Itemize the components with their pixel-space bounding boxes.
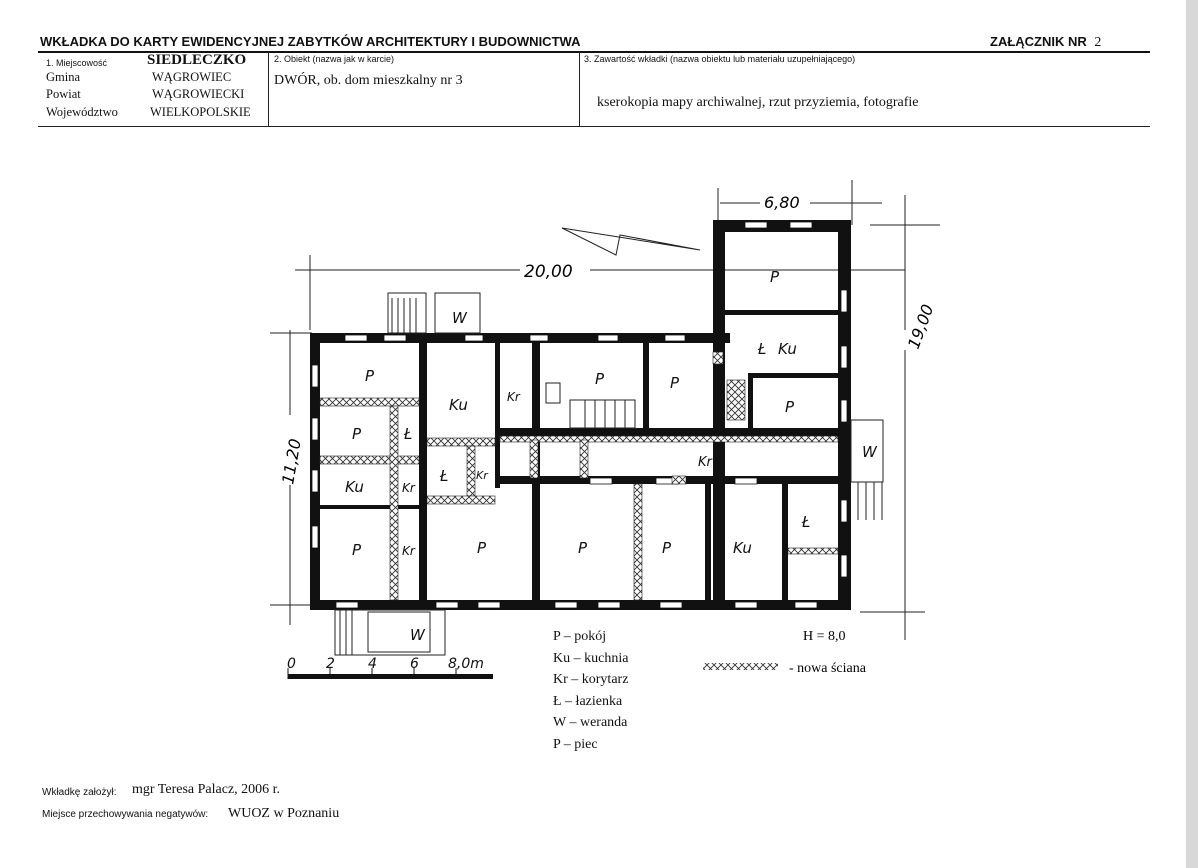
annex-number: 2	[1094, 35, 1102, 50]
created-label: Wkładkę założył:	[42, 787, 117, 798]
wojewodztwo-value: WIELKOPOLSKIE	[150, 105, 251, 119]
room-p-mid2: P	[670, 374, 680, 392]
room-kr-left2: Kr	[402, 544, 416, 558]
annex-label: ZAŁĄCZNIK NR 2	[990, 34, 1101, 51]
room-ku-tower: Ku	[778, 340, 797, 358]
legend-item: Kr – korytarz	[553, 672, 629, 687]
object-value: DWÓR, ob. dom mieszkalny nr 3	[274, 73, 463, 88]
room-ku-b: Ku	[733, 539, 752, 557]
scale-2: 2	[326, 656, 335, 672]
room-kr-mid: Kr	[507, 390, 521, 404]
dim-right: 19,00	[904, 302, 938, 352]
legend: P – pokój Ku – kuchnia Kr – korytarz Ł –…	[553, 626, 628, 755]
gmina-label: Gmina	[46, 70, 81, 84]
room-kr-left1: Kr	[402, 481, 416, 495]
new-walls	[319, 351, 839, 601]
room-p-left3: P	[352, 541, 362, 559]
new-wall-label: - nowa ściana	[789, 661, 867, 676]
scale-4: 4	[368, 656, 377, 672]
room-p-tower2: P	[785, 398, 795, 416]
scale-0: 0	[287, 656, 296, 672]
room-kr-corridor: Kr	[698, 455, 714, 470]
contents-value: kserokopia mapy archiwalnej, rzut przyzi…	[597, 95, 919, 110]
dim-long: 20,00	[524, 262, 573, 282]
legend-item: P – piec	[553, 736, 598, 752]
legend-item: Ku – kuchnia	[553, 650, 629, 666]
stairs-verandas	[334, 292, 884, 656]
room-p-left2: P	[352, 425, 362, 443]
room-w-top: W	[452, 309, 468, 327]
new-wall-symbol	[703, 663, 778, 670]
legend-item: W – weranda	[553, 715, 628, 730]
place-name: SIEDLECZKO	[147, 52, 247, 68]
room-p-tower: P	[770, 268, 780, 286]
scan-edge	[1186, 0, 1198, 868]
created-value: mgr Teresa Palacz, 2006 r.	[132, 782, 281, 797]
powiat-value: WĄGROWIECKI	[152, 87, 245, 101]
room-p-b2: P	[662, 539, 672, 557]
height-label: H = 8,0	[803, 629, 846, 644]
powiat-label: Powiat	[46, 87, 81, 101]
room-p-b1: P	[578, 539, 588, 557]
room-l-left: Ł	[403, 425, 412, 443]
wojewodztwo-label: Województwo	[46, 105, 118, 119]
scale-8: 8,0m	[448, 656, 484, 672]
room-w-right: W	[862, 443, 878, 461]
gmina-value: WĄGROWIEC	[152, 70, 232, 84]
annex-text: ZAŁĄCZNIK NR	[990, 34, 1087, 49]
scale-bar	[287, 668, 493, 679]
table-divider-2	[579, 51, 580, 127]
storage-value: WUOZ w Poznaniu	[228, 806, 340, 821]
location-heading: 1. Miejscowość	[46, 58, 108, 68]
room-p-mid: P	[595, 370, 605, 388]
table-divider-1	[268, 51, 269, 127]
table-top-border	[38, 51, 1150, 53]
scale-6: 6	[410, 656, 419, 672]
dimension-lines	[270, 180, 940, 640]
storage-label: Miejsce przechowywania negatywów:	[42, 809, 209, 820]
contents-heading: 3. Zawartość wkładki (nazwa obiektu lub …	[584, 54, 856, 64]
room-ku-left: Ku	[345, 478, 364, 496]
room-l-mid: Ł	[439, 467, 448, 485]
room-ku-mid: Ku	[449, 396, 468, 414]
room-l-tower: Ł	[757, 340, 766, 358]
room-w-bottom: W	[410, 626, 426, 644]
object-heading: 2. Obiekt (nazwa jak w karcie)	[274, 54, 395, 64]
room-p-big: P	[477, 539, 487, 557]
dim-left: 11,20	[278, 437, 305, 485]
room-p-left1: P	[365, 367, 375, 385]
room-l-b: Ł	[801, 513, 810, 531]
table-bottom-border	[38, 126, 1150, 127]
legend-item: Ł – łazienka	[553, 693, 623, 709]
form-title: WKŁADKA DO KARTY EWIDENCYJNEJ ZABYTKÓW A…	[40, 34, 581, 49]
room-kr-mid2: Kr	[476, 469, 489, 482]
dim-top: 6,80	[764, 193, 800, 212]
legend-item: P – pokój	[553, 629, 607, 644]
